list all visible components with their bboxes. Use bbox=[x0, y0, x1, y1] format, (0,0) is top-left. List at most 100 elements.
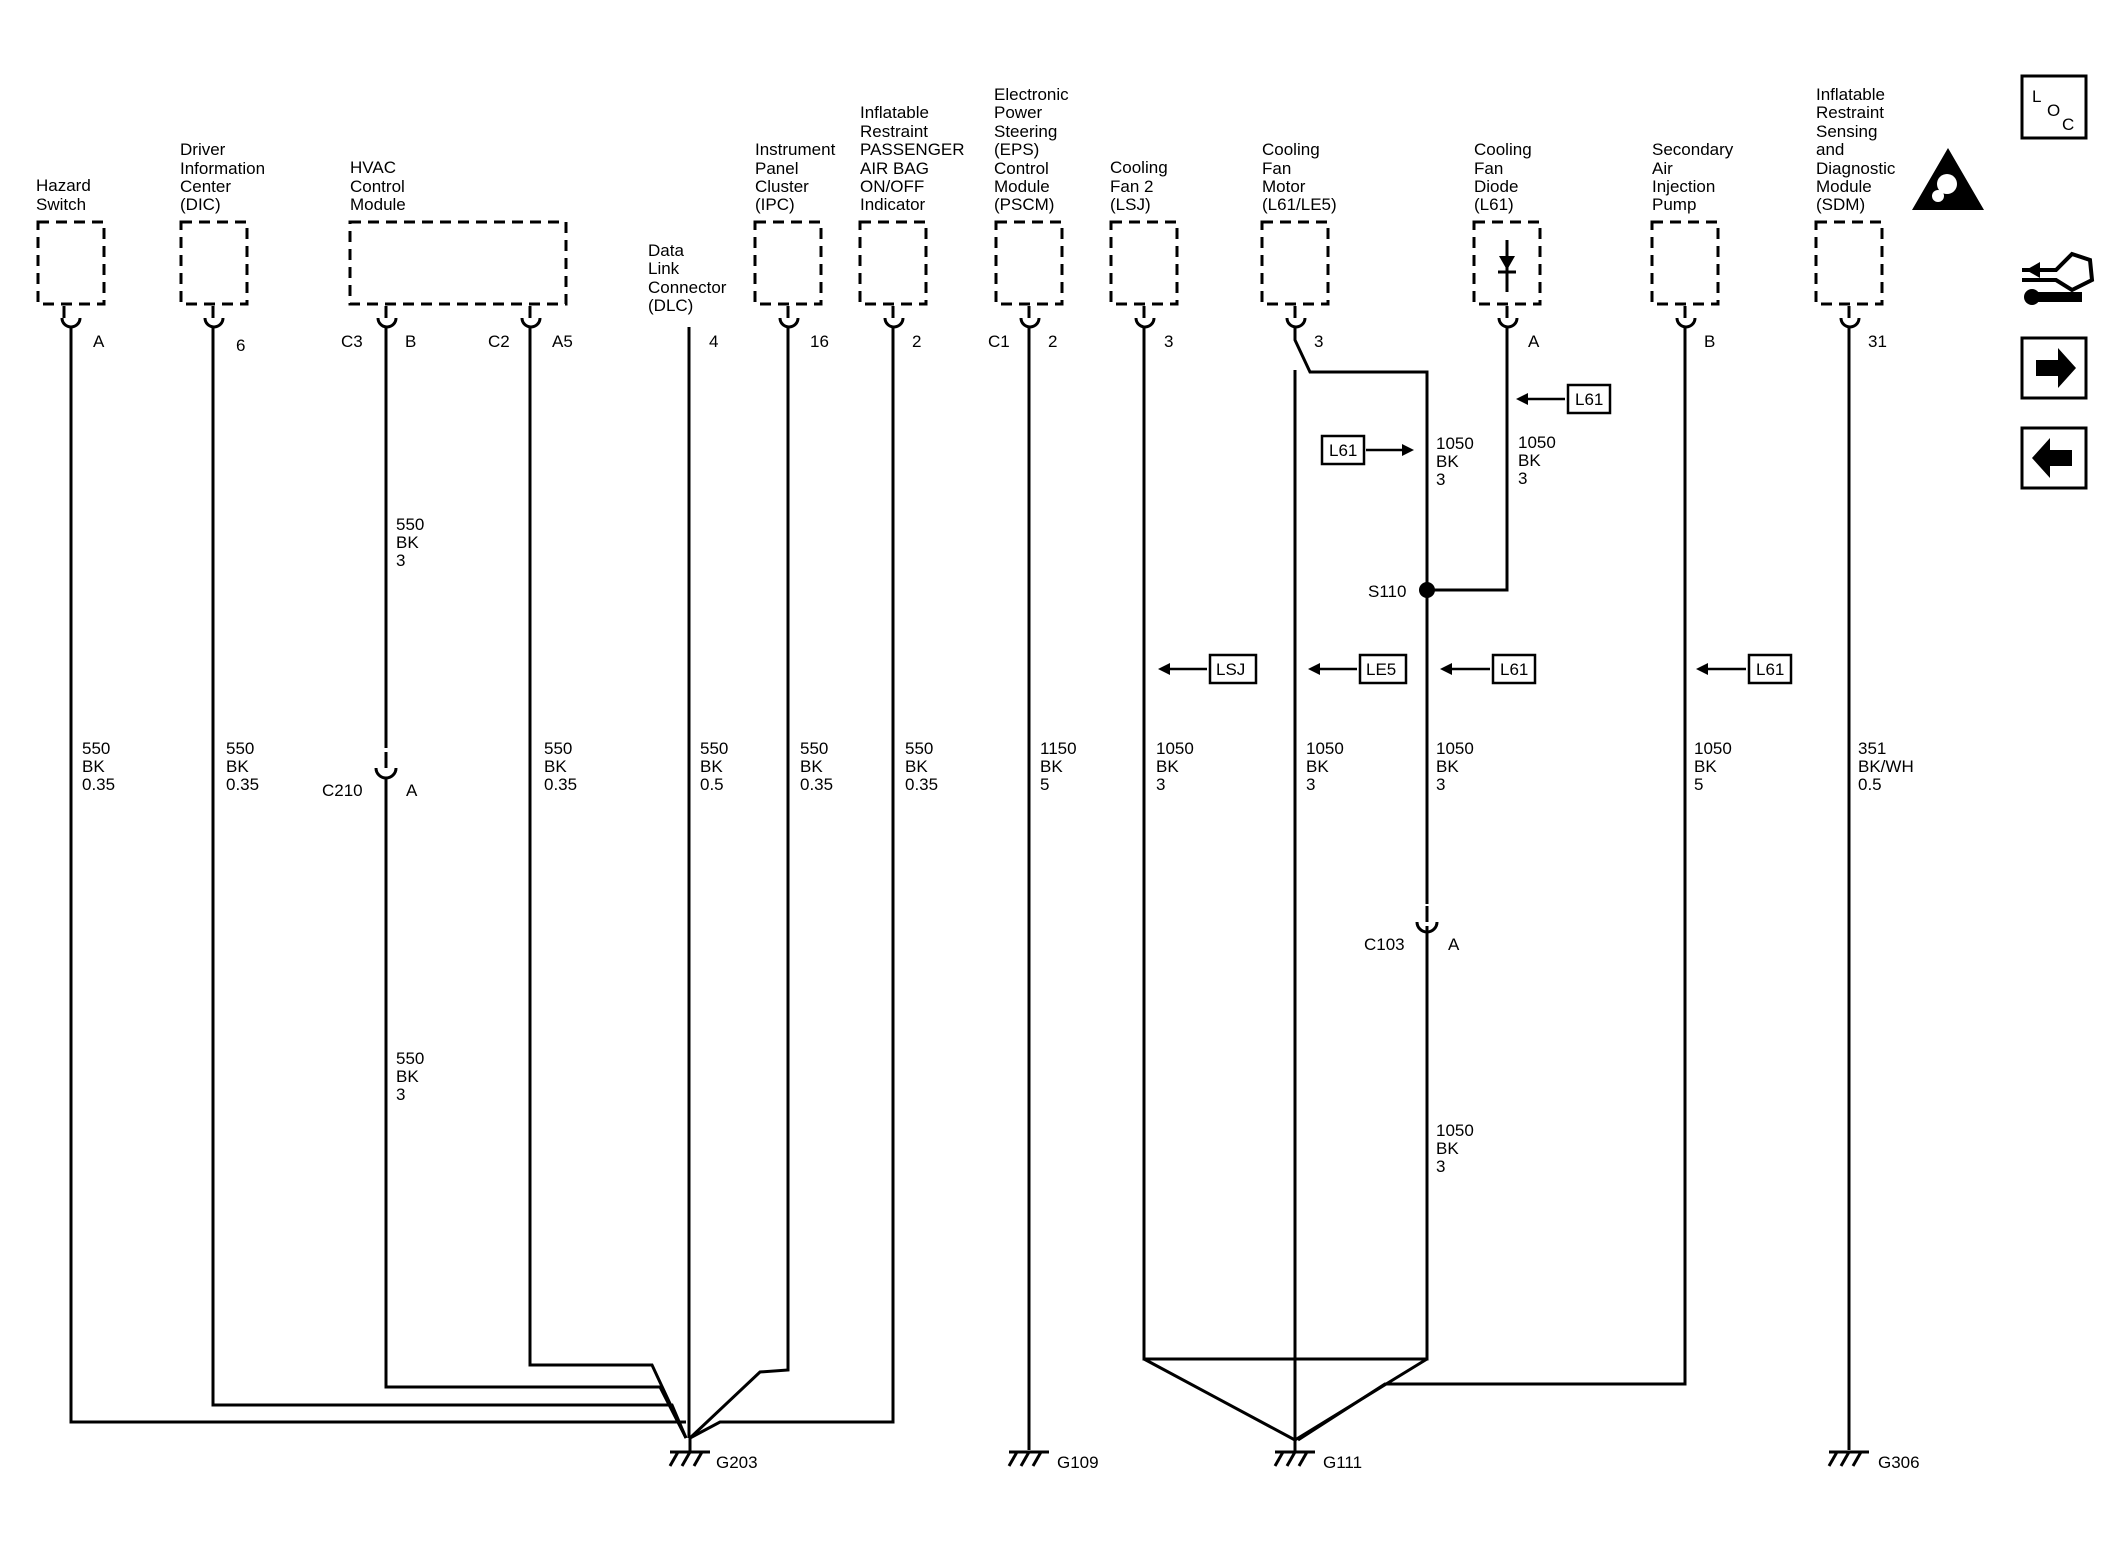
pin-label: C3 bbox=[341, 332, 363, 351]
pin-label: 31 bbox=[1868, 332, 1887, 351]
ground-g306-label: G306 bbox=[1878, 1453, 1920, 1472]
pin-terminals bbox=[60, 306, 1861, 329]
ground-g109-symbol bbox=[1007, 1450, 1049, 1467]
wire-hvac-b-lower bbox=[384, 800, 688, 1439]
wire-fan2-join bbox=[1143, 1357, 1296, 1442]
pin-cup bbox=[1839, 306, 1861, 329]
svg-text:O: O bbox=[2047, 101, 2060, 120]
secondary-air-pump-box bbox=[1650, 220, 1720, 306]
sdm-box bbox=[1814, 220, 1884, 306]
svg-text:L61: L61 bbox=[1329, 441, 1357, 460]
connector-c103-pin: A bbox=[1448, 935, 1460, 954]
wire-hvac-a5 bbox=[528, 327, 688, 1439]
option-tag-l61-diode[interactable]: L61 bbox=[1516, 383, 1612, 415]
pin-label: 16 bbox=[810, 332, 829, 351]
sdm-label: Inflatable Restraint Sensing and Diagnos… bbox=[1816, 85, 1900, 214]
option-tag-l61-splice[interactable]: L61 bbox=[1440, 653, 1537, 685]
dlc-label: Data Link Connector (DLC) bbox=[648, 241, 731, 315]
svg-text:L61: L61 bbox=[1500, 660, 1528, 679]
option-tag-le5[interactable]: LE5 bbox=[1308, 653, 1408, 685]
svg-text:LSJ: LSJ bbox=[1216, 660, 1245, 679]
cooling-fan-diode-label: Cooling Fan Diode (L61) bbox=[1474, 140, 1536, 214]
connector-c210-name: C210 bbox=[322, 781, 363, 800]
airbag-warning-icon bbox=[1912, 148, 1984, 210]
pin-cup bbox=[1134, 306, 1156, 329]
pin-cup bbox=[376, 306, 398, 329]
wires bbox=[69, 327, 1851, 1450]
arrow-left-icon[interactable] bbox=[2020, 426, 2088, 490]
option-tag-lsj[interactable]: LSJ bbox=[1158, 653, 1258, 685]
svg-text:L61: L61 bbox=[1575, 390, 1603, 409]
cooling-fan-motor-label: Cooling Fan Motor (L61/LE5) bbox=[1262, 140, 1337, 214]
loc-button[interactable]: L O C bbox=[2020, 74, 2088, 140]
secondary-air-pump-label: Secondary Air Injection Pump bbox=[1652, 140, 1738, 214]
svg-text:L: L bbox=[2032, 87, 2041, 106]
svg-text:C: C bbox=[2062, 115, 2074, 134]
wire-airpump bbox=[1297, 327, 1687, 1442]
wrench-network-icon[interactable] bbox=[2022, 251, 2095, 305]
passenger-airbag-indicator-box bbox=[858, 220, 928, 306]
connector-c103 bbox=[1415, 906, 1439, 960]
pin-cup bbox=[1285, 306, 1307, 329]
pin-cup bbox=[1019, 306, 1041, 329]
pin-label: B bbox=[1704, 332, 1715, 351]
cooling-fan-diode-box bbox=[1472, 220, 1542, 306]
eps-module-label: Electronic Power Steering (EPS) Control … bbox=[994, 85, 1073, 214]
ground-g203-label: G203 bbox=[716, 1453, 758, 1472]
ipc-label: Instrument Panel Cluster (IPC) bbox=[755, 140, 840, 214]
ground-g111-symbol bbox=[1273, 1440, 1315, 1467]
wire-hazard bbox=[69, 327, 686, 1424]
svg-text:L61: L61 bbox=[1756, 660, 1784, 679]
pin-cup bbox=[1497, 306, 1519, 329]
hazard-switch-box bbox=[36, 220, 106, 306]
wire-ipc bbox=[688, 327, 790, 1440]
pin-label: A bbox=[93, 332, 105, 351]
pin-label: C2 bbox=[488, 332, 510, 351]
wire-dic bbox=[211, 327, 688, 1439]
dic-label: Driver Information Center (DIC) bbox=[180, 140, 270, 214]
hvac-box bbox=[348, 220, 568, 306]
pin-label: 3 bbox=[1314, 332, 1323, 351]
wire-fanmotor-splice bbox=[1293, 327, 1429, 904]
eps-module-box bbox=[994, 220, 1064, 306]
option-tag-l61-airpump[interactable]: L61 bbox=[1696, 653, 1793, 685]
option-tag-l61-fanmotor[interactable]: L61 bbox=[1320, 434, 1414, 466]
hazard-switch-label: Hazard Switch bbox=[36, 176, 96, 214]
pin-label: 6 bbox=[236, 336, 245, 355]
passenger-airbag-indicator-label: Inflatable Restraint PASSENGER AIR BAG O… bbox=[860, 103, 969, 214]
pin-label: 3 bbox=[1164, 332, 1173, 351]
connector-c103-name: C103 bbox=[1364, 935, 1405, 954]
pin-label: 2 bbox=[912, 332, 921, 351]
dic-box bbox=[179, 220, 249, 306]
ipc-box bbox=[753, 220, 823, 306]
arrow-right-icon[interactable] bbox=[2020, 336, 2088, 400]
pin-cup bbox=[520, 306, 542, 329]
wire-pab bbox=[689, 327, 895, 1440]
pin-label: A5 bbox=[552, 332, 573, 351]
svg-text:LE5: LE5 bbox=[1366, 660, 1396, 679]
diode-symbol bbox=[1498, 240, 1516, 292]
wire-diode bbox=[1427, 327, 1509, 592]
pin-label: 2 bbox=[1048, 332, 1057, 351]
pin-label: 4 bbox=[709, 332, 718, 351]
pin-label: A bbox=[1528, 332, 1540, 351]
pin-cup bbox=[203, 306, 225, 329]
connector-c210-pin: A bbox=[406, 781, 418, 800]
connector-c210 bbox=[374, 752, 398, 800]
cooling-fan-2-label: Cooling Fan 2 (LSJ) bbox=[1110, 158, 1172, 214]
